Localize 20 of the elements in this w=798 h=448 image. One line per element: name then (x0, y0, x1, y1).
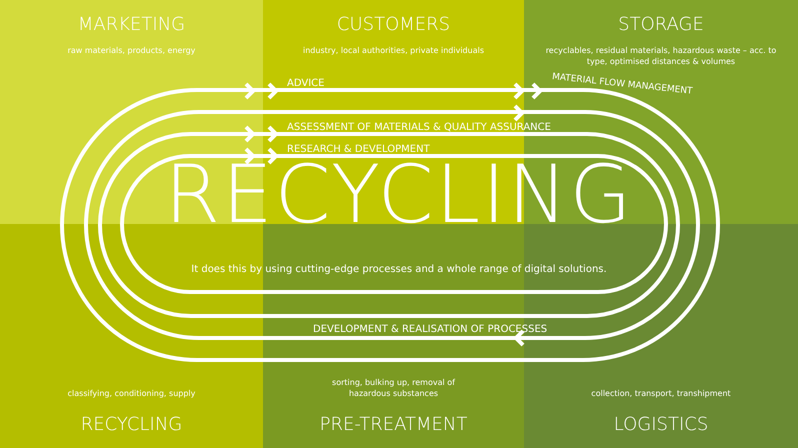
panel-title: RECYCLING (80, 414, 182, 436)
track-label: RESEARCH & DEVELOPMENT (287, 143, 430, 157)
panel-title: CUSTOMERS (336, 14, 450, 36)
panel-title: PRE-TREATMENT (320, 414, 468, 436)
panel-subtitle: sorting, bulking up, removal of hazardous substances (331, 377, 456, 400)
panel-title: LOGISTICS (614, 414, 708, 436)
panel-subtitle: classifying, conditioning, supply (68, 388, 196, 400)
panel-title: MARKETING (78, 14, 186, 36)
track-label: MATERIAL FLOW MANAGEMENT (551, 71, 693, 99)
panel-title: STORAGE (618, 14, 704, 36)
panel-subtitle: raw materials, products, energy (68, 44, 196, 56)
track-label: DEVELOPMENT & REALISATION OF PROCESSES (313, 323, 548, 337)
panel-subtitle: industry, local authorities, private individuals (303, 44, 484, 56)
category-panel (0, 224, 263, 448)
center-heading: RECYCLING (164, 155, 634, 235)
panel-subtitle: recyclables, residual materials, hazardous waste – acc. to type, optimised distances & volumes (544, 44, 778, 67)
panel-subtitle: collection, transport, transhipment (591, 388, 731, 400)
description-text: It does this by using cutting-edge processes and a whole range of digital solutions. (190, 263, 608, 277)
track-label: ADVICE (287, 77, 324, 91)
track-label: ASSESSMENT OF MATERIALS & QUALITY ASSURANCE (287, 121, 551, 135)
